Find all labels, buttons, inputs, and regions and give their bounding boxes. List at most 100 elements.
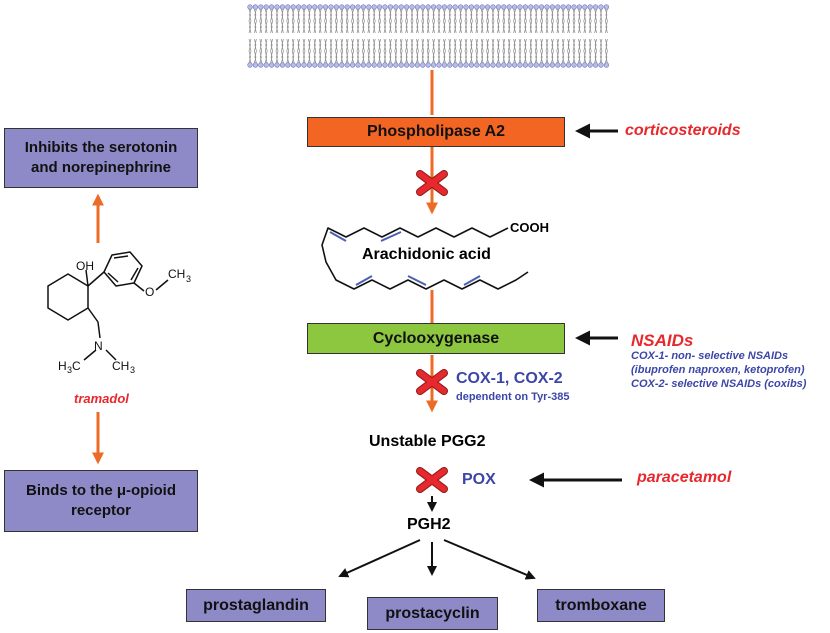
membrane-tail — [497, 38, 500, 64]
membrane-tail — [302, 8, 306, 34]
membrane-tail — [248, 8, 252, 34]
membrane-tail — [356, 8, 360, 34]
membrane-tail — [578, 38, 581, 64]
membrane-tail — [367, 8, 371, 34]
membrane-tail — [529, 8, 533, 34]
tramadol-o-label: O — [145, 285, 154, 299]
membrane-tail — [491, 38, 495, 64]
membrane-head — [576, 4, 583, 10]
membrane-tail — [291, 8, 295, 34]
membrane-head — [538, 62, 545, 68]
pgh2-to-prostaglandin-arrow — [338, 539, 421, 578]
membrane-head — [587, 4, 593, 10]
opioid-effect-line-2: receptor — [70, 502, 132, 519]
membrane-head — [301, 4, 307, 10]
membrane-tail — [561, 8, 565, 34]
membrane-tail — [443, 38, 446, 64]
membrane-tail — [302, 38, 306, 64]
membrane-tail — [513, 38, 516, 64]
membrane-tail — [383, 38, 387, 64]
membrane-head — [323, 4, 329, 10]
membrane-tail — [545, 38, 549, 64]
membrane-head — [301, 62, 307, 68]
membrane-head — [495, 62, 502, 68]
membrane-head — [555, 62, 561, 68]
membrane-tail — [335, 38, 338, 64]
prostacyclin-box: prostacyclin — [367, 597, 498, 630]
membrane-head — [333, 4, 340, 10]
membrane-head — [560, 62, 566, 68]
membrane-head — [420, 62, 426, 68]
membrane-tail — [594, 8, 597, 34]
membrane-head — [333, 62, 340, 68]
membrane-head — [582, 4, 588, 10]
membrane-tail — [534, 38, 538, 64]
membrane-head — [436, 4, 442, 10]
membrane-head — [393, 62, 399, 68]
membrane-tail — [286, 38, 290, 64]
cyclooxygenase-box: Cyclooxygenase — [307, 323, 565, 354]
membrane-head — [479, 62, 485, 68]
membrane-head — [398, 4, 404, 10]
membrane-tail — [399, 38, 403, 64]
nsaids-detail-line-1: COX-1- non- selective NSAIDs — [631, 350, 789, 362]
membrane-head — [279, 62, 286, 68]
membrane-tail — [324, 8, 327, 34]
membrane-head — [404, 62, 410, 68]
membrane-tail — [475, 8, 479, 34]
membrane-head — [279, 4, 286, 10]
membrane-head — [452, 62, 458, 68]
membrane-tail — [480, 8, 484, 34]
membrane-tail — [362, 8, 365, 34]
membrane-head — [328, 62, 334, 68]
membrane-tail — [318, 38, 322, 64]
membrane-head — [571, 62, 577, 68]
membrane-head — [269, 62, 275, 68]
red-x-icon — [416, 170, 448, 196]
membrane-tail — [394, 8, 398, 34]
membrane-head — [485, 4, 491, 10]
membrane-head — [511, 62, 518, 68]
membrane-head — [544, 4, 550, 10]
membrane-tail — [545, 8, 549, 34]
membrane-tail — [416, 38, 419, 64]
membrane-tail — [594, 38, 597, 64]
tramadol-ch3-top-label: CH — [168, 267, 185, 281]
membrane-head — [441, 4, 448, 10]
membrane-tail — [378, 38, 381, 64]
membrane-head — [517, 4, 523, 10]
membrane-head — [339, 62, 345, 68]
membrane-head — [425, 4, 431, 10]
membrane-head — [312, 62, 318, 68]
membrane-head — [436, 62, 442, 68]
membrane-tail — [486, 8, 489, 34]
membrane-tail — [583, 38, 587, 64]
membrane-head — [382, 4, 388, 10]
membrane-tail — [583, 8, 587, 34]
membrane-tail — [313, 8, 317, 34]
membrane-head — [355, 62, 361, 68]
membrane-tail — [432, 38, 435, 64]
membrane-tail — [254, 38, 257, 64]
membrane-head — [263, 4, 269, 10]
tramadol-h3c-c: C — [72, 359, 81, 373]
membrane-head — [587, 62, 593, 68]
nsaids-detail-line-2: (ibuprofen naproxen, ketoprofen) — [631, 364, 805, 376]
membrane-tail — [572, 38, 576, 64]
membrane-head — [485, 62, 491, 68]
membrane-head — [371, 62, 377, 68]
membrane-head — [549, 4, 556, 10]
membrane-tail — [518, 38, 522, 64]
membrane-head — [538, 4, 545, 10]
membrane-tail — [264, 38, 268, 64]
membrane-head — [258, 4, 264, 10]
membrane-tail — [567, 8, 570, 34]
pgg2-label: Unstable PGG2 — [369, 433, 486, 450]
membrane-head — [425, 62, 431, 68]
membrane-head — [544, 62, 550, 68]
membrane-tail — [599, 8, 603, 34]
membrane-tail — [340, 8, 344, 34]
membrane-tail — [551, 38, 554, 64]
membrane-head — [274, 4, 280, 10]
